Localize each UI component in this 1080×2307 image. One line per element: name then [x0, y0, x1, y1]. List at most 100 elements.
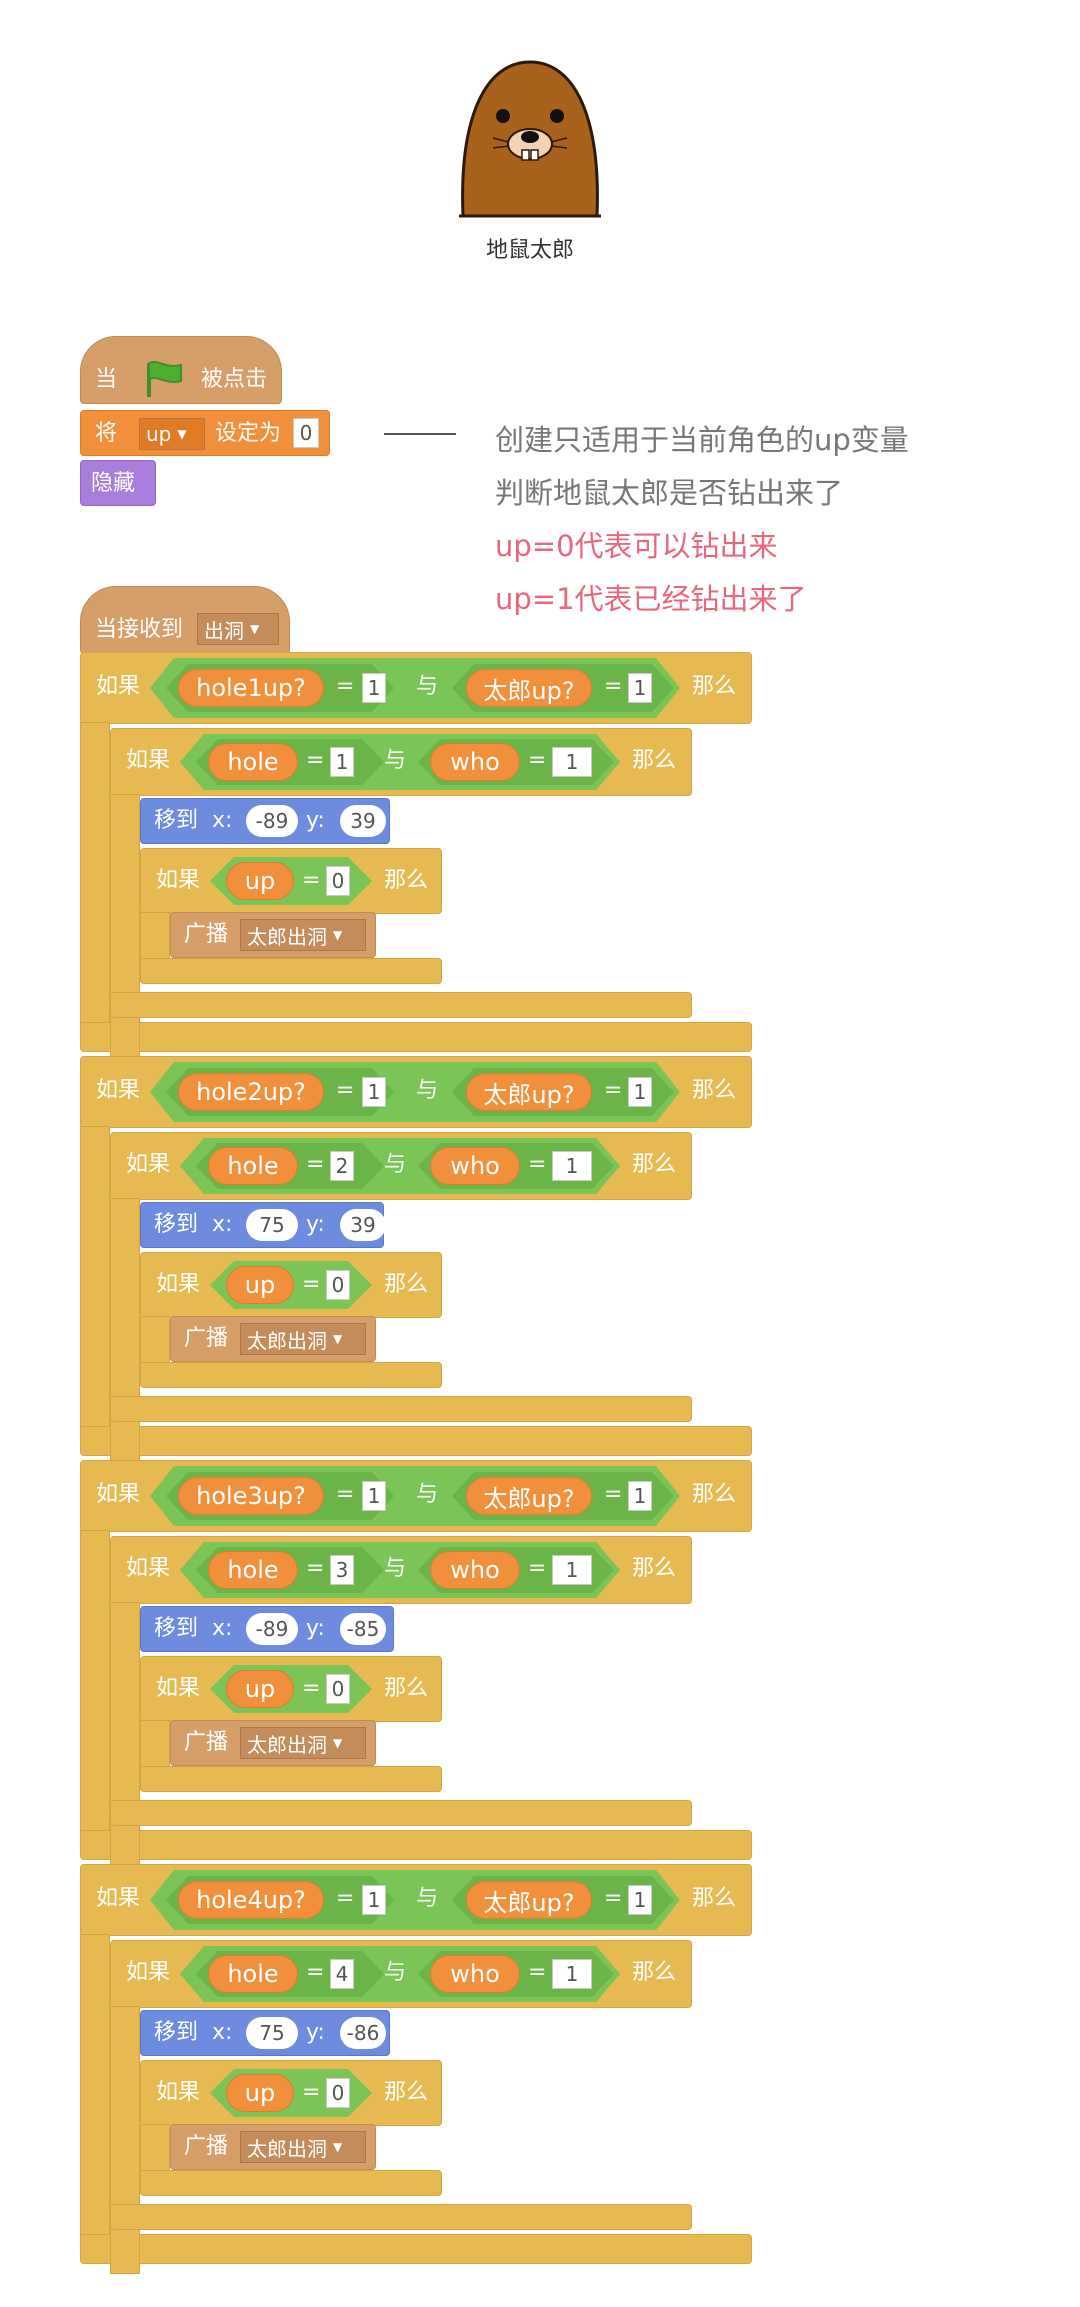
- who-variable[interactable]: who: [430, 1955, 520, 1993]
- x-input[interactable]: -89: [246, 1613, 298, 1645]
- hole-up-variable[interactable]: hole3up?: [178, 1477, 324, 1515]
- outer-if-arm: [80, 1530, 110, 1848]
- mole-icon: [459, 60, 601, 218]
- note-line-1: 创建只适用于当前角色的up变量: [495, 423, 909, 457]
- value-input[interactable]: 1: [362, 1481, 386, 1511]
- go-to-label: 移到: [154, 1616, 199, 1641]
- taro-up-variable[interactable]: 太郎up?: [466, 669, 592, 707]
- broadcast-message-dropdown[interactable]: 太郎出洞▼: [240, 1323, 366, 1355]
- if-label: 如果: [96, 1886, 141, 1911]
- who-number-input[interactable]: 1: [552, 1959, 592, 1989]
- green-flag-icon: [147, 361, 182, 397]
- set-value-input[interactable]: 0: [293, 418, 319, 448]
- value-input[interactable]: 1: [362, 1077, 386, 1107]
- sprite-thumbnail[interactable]: [455, 58, 605, 220]
- taro-up-variable[interactable]: 太郎up?: [466, 1073, 592, 1111]
- message-dropdown[interactable]: 出洞▼: [197, 613, 279, 645]
- broadcast-label: 广播: [184, 1326, 229, 1351]
- up-variable[interactable]: up: [226, 2074, 294, 2112]
- value-input[interactable]: 1: [628, 1885, 652, 1915]
- equals-sign: =: [336, 1482, 355, 1507]
- message-dropdown-value: 出洞: [204, 618, 244, 643]
- and-label: 与: [416, 1886, 439, 1911]
- hide-label: 隐藏: [91, 471, 136, 496]
- equals-sign: =: [302, 1272, 321, 1297]
- equals-sign: =: [302, 2080, 321, 2105]
- up-value-input[interactable]: 0: [326, 1674, 350, 1704]
- who-variable[interactable]: who: [430, 1147, 520, 1185]
- value-input[interactable]: 1: [628, 673, 652, 703]
- who-number-input[interactable]: 1: [552, 747, 592, 777]
- broadcast-message-dropdown[interactable]: 太郎出洞▼: [240, 1727, 366, 1759]
- set-label: 将: [95, 421, 118, 446]
- y-input[interactable]: -86: [340, 2017, 386, 2049]
- variable-dropdown[interactable]: up▼: [139, 418, 205, 450]
- equals-sign: =: [306, 1960, 325, 1985]
- taro-up-variable[interactable]: 太郎up?: [466, 1477, 592, 1515]
- and-label: 与: [384, 1960, 407, 1985]
- if-label: 如果: [96, 674, 141, 699]
- hole-variable[interactable]: hole: [208, 1147, 298, 1185]
- and-label: 与: [416, 1482, 439, 1507]
- hat-when-label: 当: [95, 367, 118, 392]
- x-input[interactable]: -89: [246, 805, 298, 837]
- who-number-input[interactable]: 1: [552, 1555, 592, 1585]
- hole-number-input[interactable]: 2: [330, 1151, 354, 1181]
- up-variable[interactable]: up: [226, 862, 294, 900]
- hole-variable[interactable]: hole: [208, 1955, 298, 1993]
- hole-up-variable[interactable]: hole4up?: [178, 1881, 324, 1919]
- hole-up-variable[interactable]: hole1up?: [178, 669, 324, 707]
- inner-if-arm: [110, 1198, 140, 1466]
- if-label: 如果: [156, 1272, 201, 1297]
- y-label: y:: [306, 1212, 325, 1237]
- then-label: 那么: [384, 868, 429, 893]
- up-value-input[interactable]: 0: [326, 866, 350, 896]
- chevron-down-icon: ▼: [333, 2140, 343, 2154]
- broadcast-label: 广播: [184, 922, 229, 947]
- and-label: 与: [384, 1556, 407, 1581]
- inner-if-arm: [110, 1602, 140, 1870]
- hole-variable[interactable]: hole: [208, 743, 298, 781]
- y-input[interactable]: -85: [340, 1613, 386, 1645]
- value-input[interactable]: 1: [362, 673, 386, 703]
- who-number-input[interactable]: 1: [552, 1151, 592, 1181]
- taro-up-variable[interactable]: 太郎up?: [466, 1881, 592, 1919]
- broadcast-message-dropdown[interactable]: 太郎出洞▼: [240, 919, 366, 951]
- inner-if-bottom: [110, 1396, 692, 1422]
- equals-sign: =: [306, 1152, 325, 1177]
- green-flag-hat-block[interactable]: 当 被点击: [80, 336, 282, 404]
- hole-number-input[interactable]: 3: [330, 1555, 354, 1585]
- y-input[interactable]: 39: [340, 1209, 386, 1241]
- hole-number-input[interactable]: 4: [330, 1959, 354, 1989]
- hole-number-input[interactable]: 1: [330, 747, 354, 777]
- value-input[interactable]: 1: [628, 1077, 652, 1107]
- broadcast-message-value: 太郎出洞: [247, 2136, 327, 2161]
- x-input[interactable]: 75: [246, 1209, 298, 1241]
- value-input[interactable]: 1: [362, 1885, 386, 1915]
- then-label: 那么: [384, 1676, 429, 1701]
- up-variable[interactable]: up: [226, 1266, 294, 1304]
- up-variable[interactable]: up: [226, 1670, 294, 1708]
- x-input[interactable]: 75: [246, 2017, 298, 2049]
- up-if-bottom: [140, 958, 442, 984]
- y-label: y:: [306, 808, 325, 833]
- then-label: 那么: [632, 748, 677, 773]
- receive-label: 当接收到: [95, 617, 184, 642]
- up-if-bottom: [140, 1766, 442, 1792]
- outer-if-arm: [80, 1934, 110, 2252]
- up-value-input[interactable]: 0: [326, 2078, 350, 2108]
- y-input[interactable]: 39: [340, 805, 386, 837]
- outer-if-arm: [80, 722, 110, 1040]
- go-to-label: 移到: [154, 2020, 199, 2045]
- when-receive-hat-block[interactable]: 当接收到 出洞▼: [80, 586, 290, 654]
- up-value-input[interactable]: 0: [326, 1270, 350, 1300]
- hole-up-variable[interactable]: hole2up?: [178, 1073, 324, 1111]
- value-input[interactable]: 1: [628, 1481, 652, 1511]
- who-variable[interactable]: who: [430, 743, 520, 781]
- hole-variable[interactable]: hole: [208, 1551, 298, 1589]
- broadcast-message-dropdown[interactable]: 太郎出洞 ▼: [240, 2131, 366, 2163]
- set-variable-block[interactable]: 将 up▼ 设定为 0: [80, 410, 330, 456]
- who-variable[interactable]: who: [430, 1551, 520, 1589]
- variable-dropdown-value: up: [146, 422, 172, 446]
- hide-block[interactable]: 隐藏: [80, 460, 156, 506]
